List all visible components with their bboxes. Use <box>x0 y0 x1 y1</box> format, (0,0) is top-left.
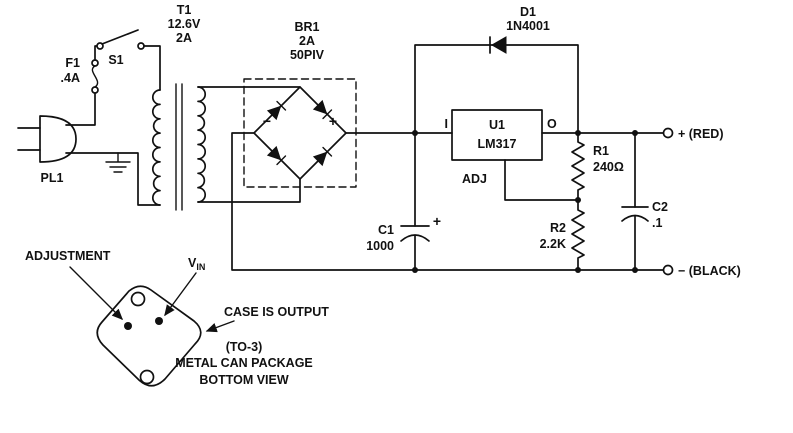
bridge-diode-icon <box>266 145 287 166</box>
bridge-piv: 50PIV <box>290 48 325 62</box>
cap-value: .1 <box>652 216 662 230</box>
adj-wire <box>504 159 579 201</box>
cap-label: C2 <box>652 200 668 214</box>
to3-package-view: ADJUSTMENT VIN CASE IS OUTPUT (TO-3) MET… <box>25 249 329 387</box>
case-leader-line <box>205 320 235 333</box>
view-label: BOTTOM VIEW <box>199 373 289 387</box>
bridge-diode-icon <box>312 99 333 120</box>
switch-s1: S1 <box>94 29 161 91</box>
vin-leader-line <box>164 272 197 317</box>
switch-arm <box>101 29 139 45</box>
diode-label: D1 <box>520 5 536 19</box>
output-terminal-negative: − (BLACK) <box>662 264 741 278</box>
cap-polarity: + <box>433 213 441 229</box>
adjustment-pin <box>124 322 132 330</box>
wire <box>94 45 98 61</box>
bridge-diamond <box>253 86 347 180</box>
bridge-br1: − + BR1 2A 50PIV <box>243 20 357 188</box>
cap-value: 1000 <box>366 239 394 253</box>
diode-triangle <box>490 36 507 54</box>
junction-dots <box>412 130 638 273</box>
bridge-diode-icon <box>312 146 333 167</box>
resistor-zigzag <box>571 199 585 271</box>
plug-body <box>39 115 77 163</box>
wire <box>197 178 301 203</box>
mounting-hole <box>139 369 155 385</box>
vin-label: VIN <box>188 256 205 272</box>
adjustment-label: ADJUSTMENT <box>25 249 111 263</box>
switch-contact <box>137 42 145 50</box>
resistor-value: 2.2K <box>540 237 566 251</box>
resistor-r2: R2 2.2K <box>540 199 585 271</box>
vin-label-main: V <box>188 256 197 270</box>
primary-coil <box>152 89 161 206</box>
resistor-label: R1 <box>593 144 609 158</box>
case-note-label: CASE IS OUTPUT <box>224 305 329 319</box>
plug-label: PL1 <box>41 171 64 185</box>
cap-plate-bottom <box>400 234 430 242</box>
fuse-label: F1 <box>65 56 80 70</box>
vin-pin <box>155 317 163 325</box>
regulator-label: U1 <box>489 118 505 132</box>
fuse-f1: F1 .4A <box>61 56 99 94</box>
resistor-label: R2 <box>550 221 566 235</box>
output-terminal-positive: + (RED) <box>662 127 724 141</box>
terminal-circle <box>662 127 674 139</box>
regulator-body <box>451 109 543 161</box>
resistor-zigzag <box>571 132 585 201</box>
output-neg-label: − (BLACK) <box>678 264 741 278</box>
bridge-diode-icon <box>266 100 287 121</box>
wires-secondary <box>197 86 301 203</box>
regulator-part: LM317 <box>478 137 517 151</box>
transformer-voltage: 12.6V <box>168 17 201 31</box>
capacitor-c1: + C1 1000 <box>366 132 441 271</box>
resistor-r1: R1 240Ω <box>571 132 624 201</box>
wires-ac <box>65 92 161 206</box>
diode-part: 1N4001 <box>506 19 550 33</box>
bridge-neg-sign: − <box>263 113 271 129</box>
transformer-label: T1 <box>177 3 192 17</box>
transformer-t1: T1 12.6V 2A <box>152 3 206 211</box>
ground-icon <box>105 152 131 173</box>
regulator-pin-adj: ADJ <box>462 172 487 186</box>
mounting-hole <box>130 291 146 307</box>
cap-label: C1 <box>378 223 394 237</box>
to3-case-outline <box>96 285 202 387</box>
bridge-pos-sign: + <box>329 113 337 129</box>
bridge-label: BR1 <box>294 20 319 34</box>
fuse-element <box>91 65 99 88</box>
bridge-dashed-outline <box>243 78 357 188</box>
output-pos-label: + (RED) <box>678 127 724 141</box>
secondary-coil <box>197 86 206 203</box>
regulator-u1: U1 LM317 I O ADJ <box>445 109 579 201</box>
plug-pl1: PL1 <box>17 115 77 185</box>
transformer-current: 2A <box>176 31 192 45</box>
package-type-label: (TO-3) <box>226 340 263 354</box>
package-name-label: METAL CAN PACKAGE <box>175 356 313 370</box>
fuse-terminal <box>91 59 99 67</box>
switch-label: S1 <box>108 53 123 67</box>
fuse-value: .4A <box>61 71 80 85</box>
wire <box>65 152 161 206</box>
terminal-circle <box>662 264 674 276</box>
resistor-value: 240Ω <box>593 160 624 174</box>
transformer-core <box>175 83 183 211</box>
regulator-pin-in: I <box>445 117 448 131</box>
regulator-pin-out: O <box>547 117 557 131</box>
wire <box>65 92 96 126</box>
adjustment-leader-line <box>69 266 123 320</box>
vin-label-sub: IN <box>196 262 205 272</box>
ground-hatches <box>105 152 131 173</box>
fuse-terminal <box>91 86 99 94</box>
bridge-current: 2A <box>299 34 315 48</box>
wire <box>143 45 161 91</box>
capacitor-c2: C2 .1 <box>621 132 668 271</box>
diode-d1: D1 1N4001 <box>489 5 550 54</box>
negative-rail <box>231 132 665 271</box>
